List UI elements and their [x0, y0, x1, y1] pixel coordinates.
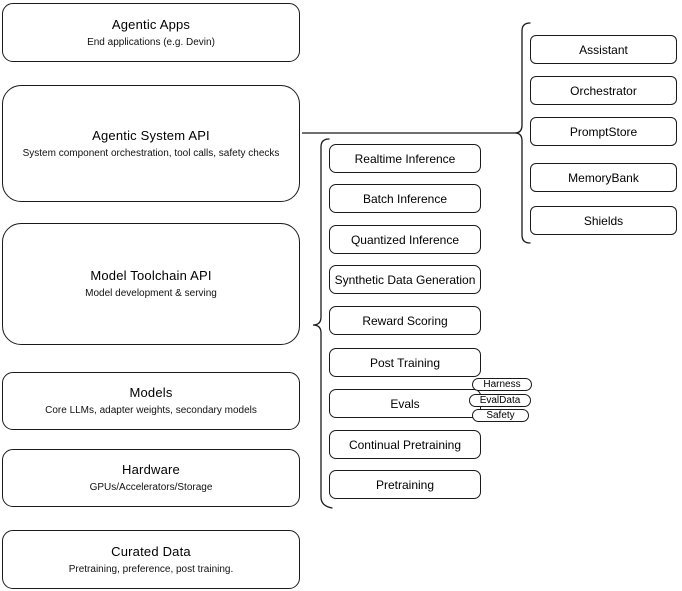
- node-subtitle: Core LLMs, adapter weights, secondary mo…: [45, 405, 257, 416]
- node-label: Quantized Inference: [350, 232, 460, 247]
- node-subtitle: End applications (e.g. Devin): [87, 36, 215, 48]
- node-label: Post Training: [369, 355, 441, 370]
- node-synthetic-data-generation: Synthetic Data Generation: [329, 265, 481, 294]
- pill-safety: Safety: [472, 409, 529, 422]
- node-shields: Shields: [530, 206, 677, 235]
- node-evals: Evals: [329, 389, 481, 418]
- node-subtitle: Pretraining, preference, post training.: [68, 563, 234, 575]
- node-title: Model Toolchain API: [90, 268, 212, 283]
- node-label: PromptStore: [569, 124, 638, 139]
- node-label: MemoryBank: [568, 170, 639, 185]
- node-assistant: Assistant: [530, 35, 677, 64]
- node-label: Synthetic Data Generation: [334, 272, 476, 287]
- node-subtitle: Model development & serving: [85, 288, 217, 299]
- node-continual-pretraining: Continual Pretraining: [329, 430, 481, 459]
- pill-harness: Harness: [472, 378, 532, 391]
- node-quantized-inference: Quantized Inference: [329, 225, 481, 254]
- node-label: Reward Scoring: [362, 313, 448, 328]
- node-label: Assistant: [579, 42, 628, 57]
- node-hardware: Hardware GPUs/Accelerators/Storage: [2, 449, 300, 507]
- node-label: Orchestrator: [570, 83, 637, 98]
- pill-label: Safety: [486, 410, 515, 421]
- node-curated-data: Curated Data Pretraining, preference, po…: [2, 530, 300, 589]
- pill-label: EvalData: [479, 395, 521, 406]
- node-model-toolchain-api: Model Toolchain API Model development & …: [2, 223, 300, 345]
- node-agentic-apps: Agentic Apps End applications (e.g. Devi…: [2, 3, 300, 62]
- pill-label: Harness: [483, 379, 521, 390]
- node-label: Realtime Inference: [354, 151, 456, 166]
- node-post-training: Post Training: [329, 348, 481, 377]
- node-realtime-inference: Realtime Inference: [329, 144, 481, 173]
- node-subtitle: System component orchestration, tool cal…: [22, 147, 280, 159]
- right-curly-brace: [514, 22, 531, 244]
- node-label: Continual Pretraining: [348, 437, 462, 452]
- node-title: Models: [129, 385, 173, 400]
- node-reward-scoring: Reward Scoring: [329, 306, 481, 335]
- node-promptstore: PromptStore: [530, 117, 677, 146]
- node-label: Batch Inference: [362, 191, 448, 206]
- pill-evaldata: EvalData: [469, 394, 531, 407]
- node-title: Agentic System API: [92, 127, 210, 143]
- node-label: Shields: [583, 213, 624, 228]
- node-orchestrator: Orchestrator: [530, 76, 677, 105]
- node-models: Models Core LLMs, adapter weights, secon…: [2, 372, 300, 430]
- node-title: Hardware: [122, 462, 180, 477]
- node-subtitle: GPUs/Accelerators/Storage: [89, 482, 213, 493]
- node-title: Curated Data: [111, 543, 191, 559]
- node-label: Evals: [390, 396, 420, 411]
- node-pretraining: Pretraining: [329, 470, 481, 499]
- node-title: Agentic Apps: [111, 16, 191, 32]
- node-label: Pretraining: [375, 477, 435, 492]
- node-memorybank: MemoryBank: [530, 163, 677, 192]
- node-agentic-system-api: Agentic System API System component orch…: [2, 85, 300, 202]
- node-batch-inference: Batch Inference: [329, 184, 481, 213]
